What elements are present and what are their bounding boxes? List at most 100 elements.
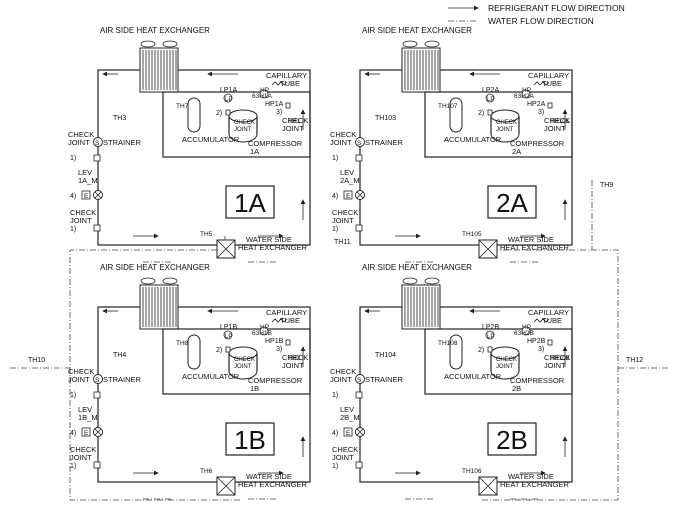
sensor-th12: TH12: [626, 357, 643, 364]
unit-id-box: [487, 185, 537, 219]
lev-id-label: 1B_M: [78, 413, 98, 422]
check-label: CHECK: [330, 130, 356, 139]
accumulator-label: ACCUMULATOR: [182, 372, 240, 381]
check-label: CHECK: [496, 357, 517, 363]
tube-label: TUBE: [542, 316, 562, 325]
unit-id-box: [225, 185, 275, 219]
air-hx-label: AIR SIDE HEAT EXCHANGER: [362, 263, 472, 272]
check-label: CHECK: [68, 130, 94, 139]
strainer-symbol: S: [357, 140, 362, 147]
pressure-switch-label: 63H2B: [514, 330, 534, 337]
legend: REFRIGERANT FLOW DIRECTION WATER FLOW DI…: [448, 3, 625, 26]
capillary-label: CAPILLARY: [266, 308, 307, 317]
compressor-id-label: 1B: [250, 384, 259, 393]
note-2-label: 2): [478, 110, 484, 117]
accumulator-label: ACCUMULATOR: [444, 372, 502, 381]
lp-label: LP2B: [482, 324, 499, 331]
water-th-label: TH105: [462, 231, 482, 238]
strainer-label: STRAINER: [365, 138, 404, 147]
compressor-id-label: 2A: [512, 147, 521, 156]
lev-e-symbol: E: [346, 193, 351, 200]
pressure-switch-label: 63H1B: [252, 330, 272, 337]
joint-label: JOINT: [544, 124, 566, 133]
tube-label: TUBE: [280, 79, 300, 88]
joint-label: JOINT: [332, 216, 354, 225]
accumulator-label: ACCUMULATOR: [182, 135, 240, 144]
note-1-label: 1): [332, 155, 338, 162]
joint-label: JOINT: [234, 364, 252, 370]
water-loop: [10, 236, 668, 501]
joint-label: JOINT: [332, 453, 354, 462]
note-4-label: 4): [332, 193, 338, 200]
lev-label: LEV: [340, 168, 354, 177]
unit-labels: AIR SIDE HEAT EXCHANGERCAPILLARYTUBETH3T…: [68, 26, 570, 489]
water-th-label: TH6: [200, 468, 213, 475]
hp-label: HP1A: [265, 101, 284, 108]
compressor-th-label: TH101: [550, 118, 570, 125]
air-hx-label: AIR SIDE HEAT EXCHANGER: [362, 26, 472, 35]
lp-sensor-label: LP: [225, 334, 232, 340]
hp-sensor-label: HP: [522, 324, 531, 331]
water-hx-label: HEAT EXCHANGER: [238, 480, 307, 489]
water-side-label: WATER SIDE: [246, 235, 292, 244]
unit-id-label: 1B: [234, 425, 266, 455]
joint-label: JOINT: [496, 364, 514, 370]
strainer-label: STRAINER: [365, 375, 404, 384]
joint-label: JOINT: [68, 375, 90, 384]
note-2-label: 2): [216, 110, 222, 117]
check-label: CHECK: [282, 116, 308, 125]
hp-sensor-label: HP: [260, 324, 269, 331]
note-3-label: 3): [276, 346, 282, 353]
lev-label: LEV: [78, 168, 92, 177]
pressure-switch-label: 63H2A: [514, 93, 535, 100]
lev-e-symbol: E: [84, 193, 89, 200]
lev-e-symbol: E: [84, 430, 89, 437]
check-label: CHECK: [234, 120, 255, 126]
note-4-label: 4): [70, 430, 76, 437]
lev-id-label: 1A_M: [78, 176, 98, 185]
lev-id-label: 2B_M: [340, 413, 360, 422]
th-label: TH3: [113, 115, 126, 122]
th-label: TH103: [375, 115, 396, 122]
unit-id-label: 1A: [234, 188, 266, 218]
check-label: CHECK: [68, 367, 94, 376]
strainer-symbol: S: [357, 377, 362, 384]
joint-label: JOINT: [544, 361, 566, 370]
joint-label: JOINT: [70, 216, 92, 225]
water-hx-label: HEAT EXCHANGER: [500, 480, 569, 489]
compressor-id-label: 1A: [250, 147, 259, 156]
compressor-label: COMPRESSOR: [510, 139, 565, 148]
lev-label: LEV: [78, 405, 92, 414]
lp-label: LP1A: [220, 87, 237, 94]
note-2-label: 2): [478, 347, 484, 354]
joint-label: JOINT: [330, 375, 352, 384]
water-side-label: WATER SIDE: [508, 472, 554, 481]
accumulator-th-label: TH108: [438, 340, 458, 347]
note-1-label: 1): [332, 226, 338, 233]
joint-label: JOINT: [330, 138, 352, 147]
accumulator-label: ACCUMULATOR: [444, 135, 502, 144]
check-label: CHECK: [332, 445, 358, 454]
lp-sensor-label: LP: [487, 97, 494, 103]
lp-label: LP1B: [220, 324, 237, 331]
strainer-label: STRAINER: [103, 138, 142, 147]
check-label: CHECK: [330, 367, 356, 376]
joint-label: JOINT: [234, 127, 252, 133]
strainer-label: STRAINER: [103, 375, 142, 384]
capillary-label: CAPILLARY: [528, 71, 569, 80]
joint-label: JOINT: [282, 361, 304, 370]
accumulator-th-label: TH7: [176, 103, 189, 110]
water-th-label: TH5: [200, 231, 213, 238]
check-label: CHECK: [70, 208, 96, 217]
joint-label: JOINT: [282, 124, 304, 133]
note-1-label: 1): [332, 463, 338, 470]
hp-label: HP2B: [527, 338, 546, 345]
note-1-label: 1): [70, 463, 76, 470]
water-hx-label: HEAT EXCHANGER: [500, 243, 569, 252]
air-hx-label: AIR SIDE HEAT EXCHANGER: [100, 263, 210, 272]
water-side-label: WATER SIDE: [246, 472, 292, 481]
water-hx-label: HEAT EXCHANGER: [238, 243, 307, 252]
unit-id-label: 2B: [496, 425, 528, 455]
accumulator-th-label: TH8: [176, 340, 189, 347]
